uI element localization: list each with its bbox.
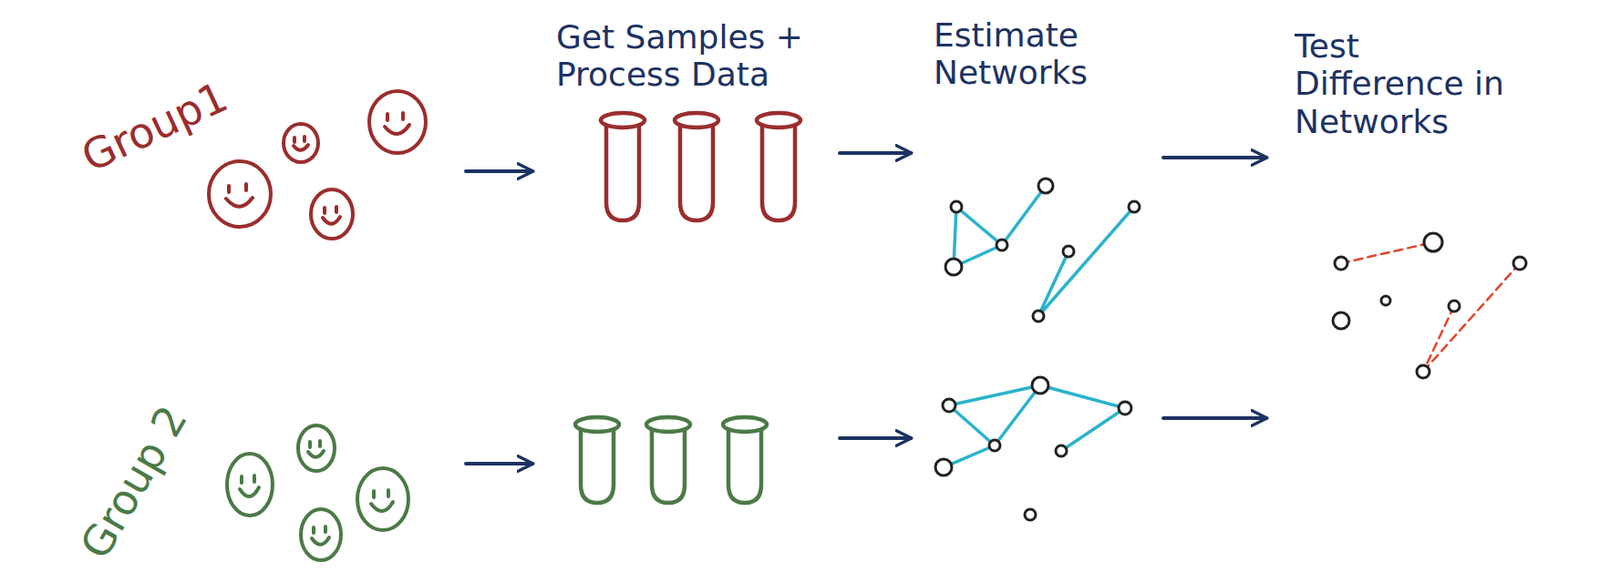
stage-column: Test Difference in Networks <box>1271 18 1591 447</box>
test-tube <box>606 125 640 221</box>
flow-arrow <box>839 436 911 441</box>
face-smile <box>226 197 253 207</box>
tube-lip <box>756 113 801 128</box>
group-label: Group 2 <box>71 398 197 568</box>
network-node <box>1032 310 1044 322</box>
face-eyes <box>241 475 255 484</box>
tube-lip <box>646 417 691 433</box>
face-eyes <box>373 490 389 498</box>
face-eyes <box>324 206 337 214</box>
group2-faces <box>227 425 409 561</box>
network-node <box>996 239 1008 251</box>
test-tube <box>728 430 762 504</box>
network-node <box>1381 296 1391 306</box>
group1-faces <box>208 91 426 239</box>
face <box>357 468 409 531</box>
network-node <box>1024 509 1036 521</box>
network-node <box>989 440 1001 452</box>
face-smile <box>308 451 324 458</box>
face <box>310 189 353 239</box>
network1-edges <box>953 185 1135 317</box>
face-smile <box>311 537 330 546</box>
network-node <box>1032 377 1049 394</box>
face <box>227 454 273 517</box>
network-node <box>1448 300 1460 312</box>
flow-arrow <box>1163 155 1267 160</box>
face <box>369 91 426 154</box>
group-cluster: Group1 <box>54 54 461 274</box>
network-node <box>1332 312 1350 330</box>
test-tube <box>651 430 685 504</box>
face-eyes <box>387 113 403 121</box>
network-node <box>945 258 962 276</box>
group-label: Group1 <box>74 72 236 182</box>
face-eyes <box>313 526 326 534</box>
network-node <box>1063 246 1074 258</box>
network-node <box>950 201 962 213</box>
tube-lip <box>674 113 719 128</box>
stage-column: Get Samples + Process Data <box>537 9 835 557</box>
difference-edges <box>1341 242 1520 372</box>
face-eyes <box>309 441 320 448</box>
stage-column: Estimate Networks <box>916 9 1158 538</box>
network-node <box>1128 201 1140 213</box>
difference-nodes <box>1332 233 1527 379</box>
face <box>208 161 271 228</box>
flow-arrow <box>1163 416 1267 421</box>
network1-nodes <box>945 178 1140 322</box>
face-eyes <box>228 184 247 193</box>
stage-heading: Get Samples + Process Data <box>556 18 826 94</box>
network-edge <box>943 385 1126 468</box>
flow-arrow <box>839 151 911 155</box>
face-smile <box>371 502 393 512</box>
face-smile <box>239 487 259 497</box>
network-node <box>1513 257 1527 270</box>
face <box>300 509 341 561</box>
network-node <box>1424 233 1443 252</box>
network-node <box>935 459 952 476</box>
tube-lip <box>722 417 767 433</box>
network-node <box>1416 365 1430 379</box>
test-tube <box>680 125 713 221</box>
difference-edge <box>1341 242 1520 372</box>
network-node <box>1038 178 1053 194</box>
face-eyes <box>294 136 305 143</box>
face-smile <box>322 216 341 225</box>
network-node <box>942 399 956 413</box>
network-node <box>1118 402 1132 415</box>
network-edge <box>953 185 1135 317</box>
group1-tubes <box>600 113 801 221</box>
network2-edges <box>943 385 1126 468</box>
network2-nodes <box>935 377 1132 521</box>
flow-arrow <box>465 462 533 466</box>
face <box>298 425 335 472</box>
tube-lip <box>575 417 620 433</box>
tube-lip <box>600 113 645 128</box>
network-node <box>1334 257 1348 270</box>
stage-heading: Test Difference in Networks <box>1294 27 1518 141</box>
face-smile <box>384 124 410 135</box>
network-node <box>1055 445 1067 457</box>
group2-tubes <box>575 417 767 504</box>
stage-heading: Estimate Networks <box>933 16 1153 93</box>
test-tube <box>580 430 614 504</box>
face-smile <box>293 144 309 151</box>
face <box>283 123 319 163</box>
flow-arrow <box>465 169 533 174</box>
group-cluster: Group 2 <box>54 382 461 579</box>
test-tube <box>762 125 795 221</box>
